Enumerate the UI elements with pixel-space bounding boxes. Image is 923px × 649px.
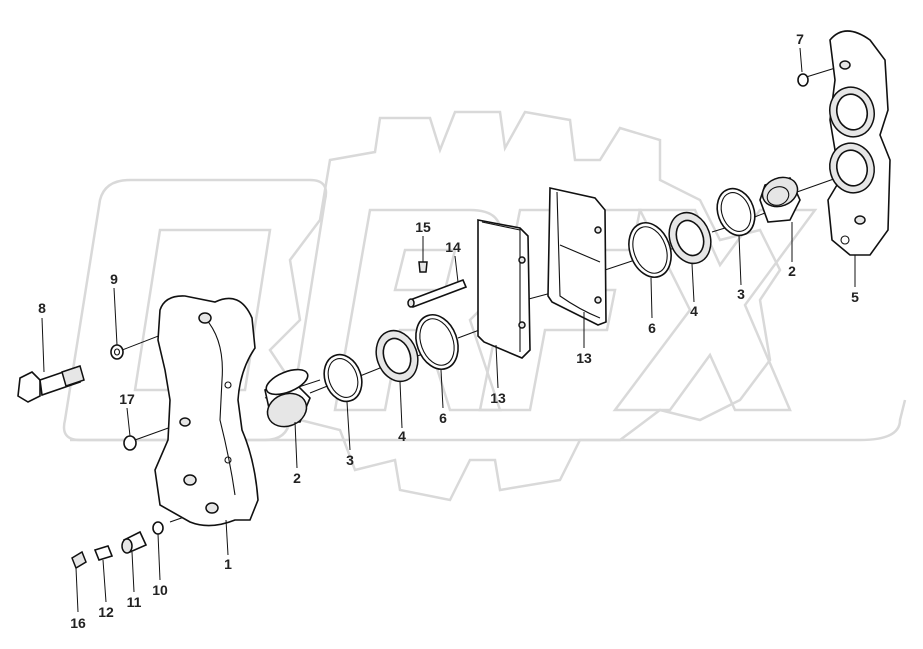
- o-ring-small: [123, 435, 137, 451]
- bleeder-washer: [152, 521, 164, 535]
- brake-pad-left: [477, 219, 531, 359]
- dust-boot-left: [375, 329, 419, 383]
- watermark-gear: [268, 110, 782, 502]
- pad-retaining-pin: [407, 278, 468, 309]
- callout-label-7: 7: [796, 31, 804, 47]
- bleeder-valve: [93, 545, 114, 561]
- callout-label-13-left: 13: [490, 390, 506, 406]
- callout-label-17: 17: [119, 391, 135, 407]
- callout-label-10: 10: [152, 582, 168, 598]
- callout-label-4-left: 4: [398, 428, 406, 444]
- callout-label-13-right: 13: [576, 350, 592, 366]
- callout-label-6-right: 6: [648, 320, 656, 336]
- callout-label-3-right: 3: [737, 286, 745, 302]
- callout-label-9: 9: [110, 271, 118, 287]
- callout-label-16: 16: [70, 615, 86, 631]
- callout-label-1: 1: [224, 556, 232, 572]
- callout-label-12: 12: [98, 604, 114, 620]
- callout-leaders: [41, 47, 856, 613]
- caliper-half-inboard: [154, 295, 259, 527]
- watermark-letter-x: [612, 208, 818, 412]
- callout-label-15: 15: [415, 219, 431, 235]
- brake-pad-right: [547, 187, 607, 326]
- callout-label-4-right: 4: [690, 303, 698, 319]
- washer: [110, 344, 124, 360]
- seal-ring-left: [323, 353, 363, 403]
- bleeder-screw: [121, 530, 148, 554]
- callout-label-5: 5: [851, 289, 859, 305]
- bolt: [17, 365, 85, 403]
- piston-right: [759, 176, 801, 223]
- callout-label-8: 8: [38, 300, 46, 316]
- callout-label-6-left: 6: [439, 410, 447, 426]
- callout-label-11: 11: [127, 594, 142, 610]
- callout-label-2-right: 2: [788, 263, 796, 279]
- caliper-half-outboard: [827, 30, 891, 256]
- callout-labels: 1 2 2 3 3 4 4 5 6 6 7 8 9 10 11 12 13 13…: [38, 31, 859, 631]
- o-ring-upper: [797, 73, 809, 87]
- retaining-clip: [418, 240, 428, 273]
- piston-left: [264, 368, 311, 428]
- watermark-underline: [70, 399, 907, 442]
- dust-boot-right: [668, 211, 712, 265]
- dust-cap: [71, 550, 87, 570]
- callout-label-14: 14: [445, 239, 461, 255]
- callout-label-2-left: 2: [293, 470, 301, 486]
- callout-label-3-left: 3: [346, 452, 354, 468]
